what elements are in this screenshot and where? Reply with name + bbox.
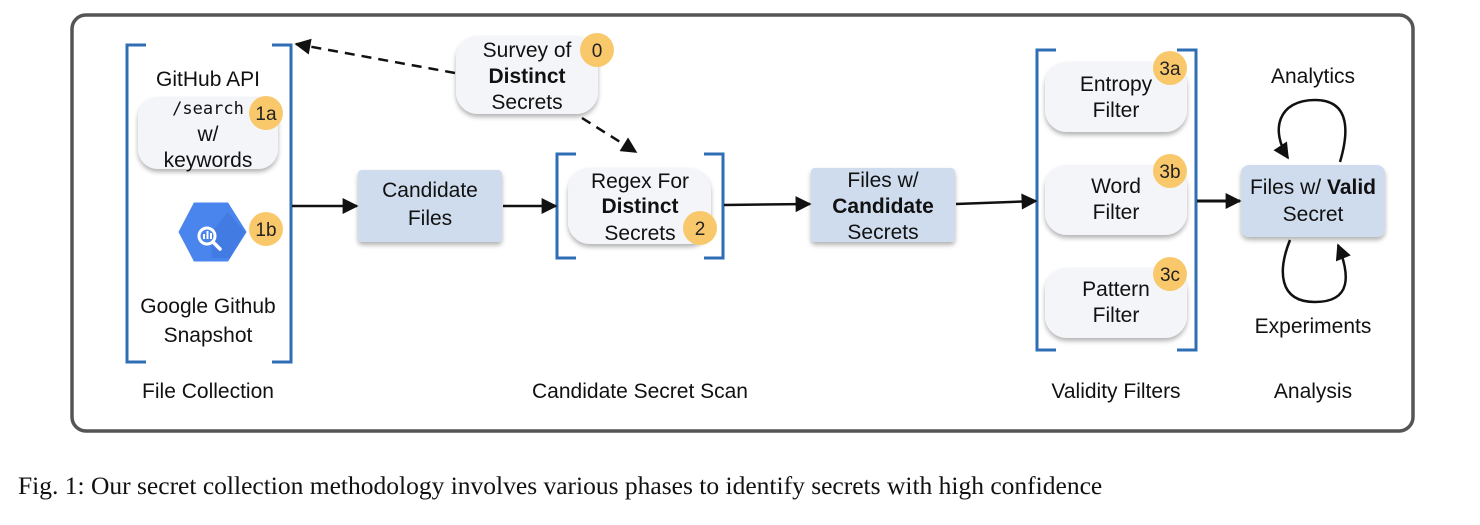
methodology-diagram: GitHub API /search w/ keywords Google Gi… xyxy=(70,13,1415,433)
survey-line2: Distinct xyxy=(488,65,565,88)
google-line2: Snapshot xyxy=(164,324,253,347)
svg-text:0: 0 xyxy=(592,41,603,62)
valid-box xyxy=(1241,165,1385,237)
regex-line1: Regex For xyxy=(591,170,689,193)
search-keywords-box xyxy=(138,97,278,169)
arrow-regex-to-files xyxy=(723,196,812,213)
badge-2: 2 xyxy=(683,211,717,245)
word-line1: Word xyxy=(1091,175,1141,198)
entropy-line1: Entropy xyxy=(1080,73,1153,96)
entropy-line2: Filter xyxy=(1093,99,1140,122)
candidate-files-line2: Files xyxy=(408,207,452,230)
search-line3: keywords xyxy=(164,149,253,172)
google-line1: Google Github xyxy=(140,295,275,318)
dashed-arrow-survey-to-regex xyxy=(581,116,638,154)
badge-1a: 1a xyxy=(249,96,283,130)
word-filter-box xyxy=(1045,165,1187,235)
regex-line2: Distinct xyxy=(601,195,678,218)
survey-line1: Survey of xyxy=(483,39,572,62)
experiments-loop-arrow xyxy=(1281,239,1351,304)
survey-line3: Secrets xyxy=(491,91,562,114)
files-candidate-line1: Files w/ xyxy=(847,169,918,192)
word-line2: Filter xyxy=(1093,201,1140,224)
files-candidate-line2: Candidate xyxy=(832,195,934,218)
badge-3b: 3b xyxy=(1153,154,1187,188)
github-api-title: GitHub API xyxy=(156,68,260,91)
badge-3a: 3a xyxy=(1153,51,1187,85)
valid-line2: Secret xyxy=(1283,203,1344,226)
dashed-arrow-survey-to-api xyxy=(294,38,456,75)
badge-1b: 1b xyxy=(249,212,283,246)
entropy-filter-box xyxy=(1045,62,1187,132)
valid-line1: Files w/ Valid xyxy=(1250,176,1376,199)
svg-text:1b: 1b xyxy=(255,220,276,241)
analytics-label: Analytics xyxy=(1271,65,1355,88)
outer-frame xyxy=(70,13,1415,433)
files-candidate-line3: Secrets xyxy=(847,221,918,244)
regex-line3: Secrets xyxy=(604,222,675,245)
svg-text:3a: 3a xyxy=(1159,59,1181,80)
survey-box xyxy=(456,36,598,114)
collection-bracket xyxy=(125,43,293,364)
pattern-line1: Pattern xyxy=(1082,278,1150,301)
experiments-label: Experiments xyxy=(1255,315,1372,338)
svg-text:3b: 3b xyxy=(1159,162,1180,183)
phase-validity-filters: Validity Filters xyxy=(1051,380,1180,403)
search-code: /search xyxy=(172,99,244,119)
svg-text:1a: 1a xyxy=(255,104,277,125)
figure-caption: Fig. 1: Our secret collection methodolog… xyxy=(18,471,1103,500)
candidate-files-box xyxy=(358,170,502,242)
svg-text:3c: 3c xyxy=(1160,265,1180,286)
analytics-loop-arrow xyxy=(1273,98,1347,163)
google-bigquery-icon xyxy=(178,202,247,262)
arrow-files-to-filters xyxy=(955,193,1038,210)
candidate-files-line1: Candidate xyxy=(382,179,478,202)
phase-candidate-secret-scan: Candidate Secret Scan xyxy=(532,380,748,403)
search-line2: w/ xyxy=(197,123,219,146)
pattern-line2: Filter xyxy=(1093,304,1140,327)
badge-3c: 3c xyxy=(1153,257,1187,291)
pattern-filter-box xyxy=(1045,268,1187,338)
svg-text:2: 2 xyxy=(695,219,706,240)
regex-box xyxy=(568,168,711,244)
badge-0: 0 xyxy=(580,33,614,67)
phase-file-collection: File Collection xyxy=(142,380,274,403)
files-candidate-box xyxy=(811,168,955,242)
phase-analysis: Analysis xyxy=(1274,380,1352,403)
